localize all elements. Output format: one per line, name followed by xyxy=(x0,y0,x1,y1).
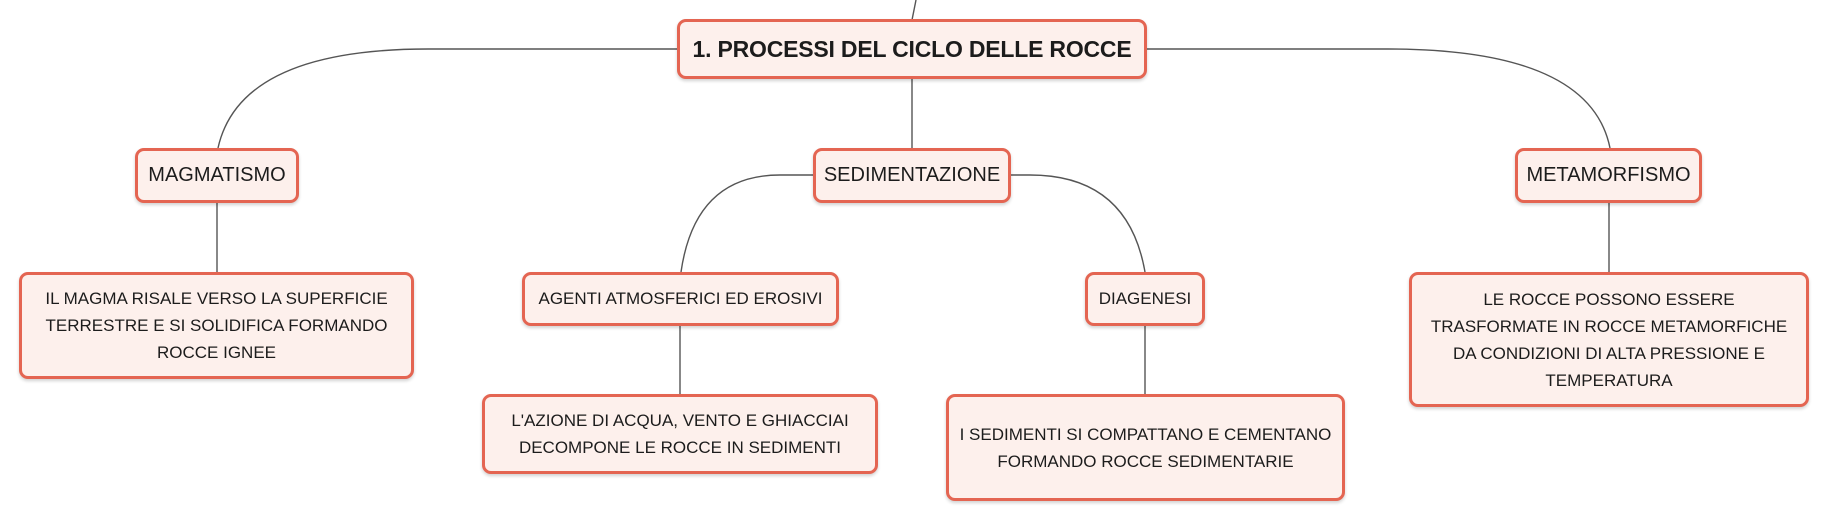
node-diagenesi[interactable]: DIAGENESI xyxy=(1085,272,1205,326)
node-magmatismo[interactable]: MAGMATISMO xyxy=(135,148,299,203)
diagenesi-label: DIAGENESI xyxy=(1098,289,1192,308)
metamorfismo-label: METAMORFISMO xyxy=(1526,164,1691,186)
connector-root-magmatismo xyxy=(217,48,677,149)
node-magmatismo-detail[interactable]: IL MAGMA RISALE VERSO LA SUPERFICIE TERR… xyxy=(19,272,414,379)
node-diagenesi-detail[interactable]: I SEDIMENTI SI COMPATTANO E CEMENTANO FO… xyxy=(946,394,1345,501)
root-label: 1. PROCESSI DEL CICLO DELLE ROCCE xyxy=(692,35,1132,62)
magmatismo-label: MAGMATISMO xyxy=(148,164,286,186)
connector-parent-to-root xyxy=(911,0,917,21)
agenti-atmosferici-label: AGENTI ATMOSFERICI ED EROSIVI xyxy=(538,289,823,308)
node-metamorfismo[interactable]: METAMORFISMO xyxy=(1515,148,1702,203)
sedimentazione-label: SEDIMENTAZIONE xyxy=(823,164,1001,186)
node-metamorfismo-detail[interactable]: LE ROCCE POSSONO ESSERE TRASFORMATE IN R… xyxy=(1409,272,1809,407)
connector-sedimentazione-agenti xyxy=(680,174,813,273)
node-agenti-detail[interactable]: L'AZIONE DI ACQUA, VENTO E GHIACCIAI DEC… xyxy=(482,394,878,474)
connector-root-metamorfismo xyxy=(1147,48,1611,149)
node-sedimentazione[interactable]: SEDIMENTAZIONE xyxy=(813,148,1011,203)
metamorfismo-detail-text: LE ROCCE POSSONO ESSERE TRASFORMATE IN R… xyxy=(1430,289,1788,390)
diagenesi-detail-text: I SEDIMENTI SI COMPATTANO E CEMENTANO FO… xyxy=(959,424,1332,471)
connector-sedimentazione-diagenesi xyxy=(1011,174,1146,273)
root-node[interactable]: 1. PROCESSI DEL CICLO DELLE ROCCE xyxy=(677,19,1147,79)
magmatismo-detail-text: IL MAGMA RISALE VERSO LA SUPERFICIE TERR… xyxy=(45,289,388,362)
agenti-detail-text: L'AZIONE DI ACQUA, VENTO E GHIACCIAI DEC… xyxy=(511,411,849,457)
node-agenti-atmosferici[interactable]: AGENTI ATMOSFERICI ED EROSIVI xyxy=(522,272,839,326)
